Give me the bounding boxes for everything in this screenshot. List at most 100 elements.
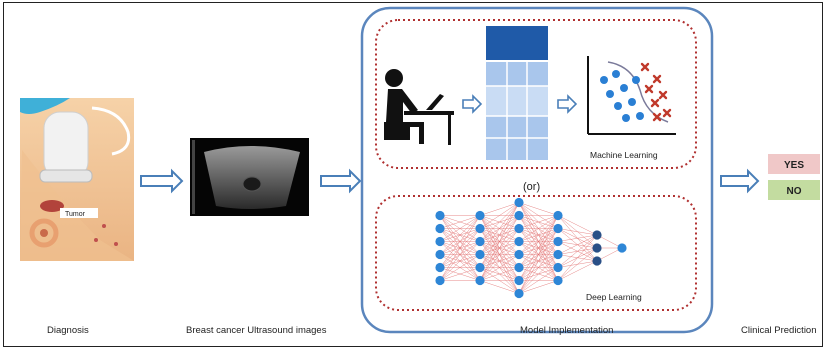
ml-arrow-2 [557,94,578,114]
nn-node [514,223,524,234]
or-label: (or) [523,181,540,193]
nn-edge [479,202,520,216]
nn-node [475,249,485,260]
nn-edge [518,254,559,294]
nn-node [514,288,524,299]
nn-node [435,236,445,247]
nn-edge [518,215,559,294]
flow-arrow-1 [140,168,184,194]
flow-arrow-2 [320,168,362,194]
nn-edge [557,234,598,268]
diagnosis-illustration: Tumor [20,98,134,261]
ultrasound-probe-icon [39,106,131,183]
nn-edge [518,241,559,294]
nn-edge [518,215,559,242]
nn-edge [439,215,481,255]
nn-edge [557,215,598,236]
nn-node [475,210,485,221]
nn-node [435,275,445,286]
nn-edge [518,215,559,268]
nn-node [435,210,445,221]
nn-edge [518,202,559,216]
nn-node [592,243,602,253]
nn-node [592,256,602,266]
no-box [768,180,820,200]
nn-edge [479,228,520,281]
figure-frame [3,2,823,347]
nn-edge [557,228,598,236]
nn-node [475,223,485,234]
nn-node [514,262,524,273]
tumor-label: Tumor [65,211,86,218]
nn-edge [518,280,559,294]
nn-edge [479,254,520,281]
nn-node [553,275,563,286]
deep-learning-label: Deep Learning [586,292,642,302]
nn-edge [439,215,481,281]
nn-edge [439,267,481,281]
nn-edge [439,228,481,281]
nn-edge [518,215,559,281]
nn-edge [518,215,559,255]
nn-edge [557,234,598,281]
nn-node [553,223,563,234]
nn-node [514,249,524,260]
gel-area [20,98,70,114]
nn-node [553,249,563,260]
tumor-label-box [60,208,98,218]
nn-edge [439,241,481,281]
nn-edge [518,267,559,294]
machine-learning-label: Machine Learning [590,150,658,160]
nn-edge [479,202,520,229]
nn-edge [479,202,520,242]
neural-network-icon [435,197,627,299]
nn-node [435,223,445,234]
nn-edge [479,202,520,281]
yes-box [768,154,820,174]
nn-node [435,249,445,260]
nn-node [514,197,524,208]
model-container [360,6,714,334]
nn-edge [479,202,520,268]
nn-node [592,230,602,240]
nn-edge [479,267,520,281]
person-at-computer-icon [384,69,454,145]
nn-node [553,262,563,273]
caption-model: Model Implementation [520,325,614,336]
nn-edge [596,247,623,262]
nn-node [514,236,524,247]
deep-learning-box [375,195,697,311]
nn-edge [479,202,520,255]
no-label: NO [787,186,802,197]
nn-node [553,236,563,247]
nn-edge [518,215,559,229]
nn-edge [557,260,598,281]
scatter-plot-icon [587,56,676,135]
nn-node [553,210,563,221]
nn-edge [596,234,623,249]
ultrasound-image [190,138,309,216]
nn-node [475,262,485,273]
nn-edge [557,234,598,242]
nn-node [435,262,445,273]
nn-node [514,210,524,221]
nn-edge [557,234,598,255]
data-table-icon [486,26,548,160]
yes-label: YES [784,160,804,171]
nn-edge [439,254,481,281]
caption-diagnosis: Diagnosis [47,325,89,336]
nn-node [617,243,627,253]
caption-ultrasound: Breast cancer Ultrasound images [186,325,327,336]
nn-edge [439,215,481,268]
nn-edge [518,228,559,294]
nn-edge [479,215,520,281]
nn-node [475,236,485,247]
ml-arrow-1 [462,94,483,114]
nn-node [514,275,524,286]
nn-edge [439,215,481,229]
caption-clinical: Clinical Prediction [741,325,817,336]
nn-node [475,275,485,286]
machine-learning-box [375,19,697,169]
tumor-mark [40,200,64,212]
